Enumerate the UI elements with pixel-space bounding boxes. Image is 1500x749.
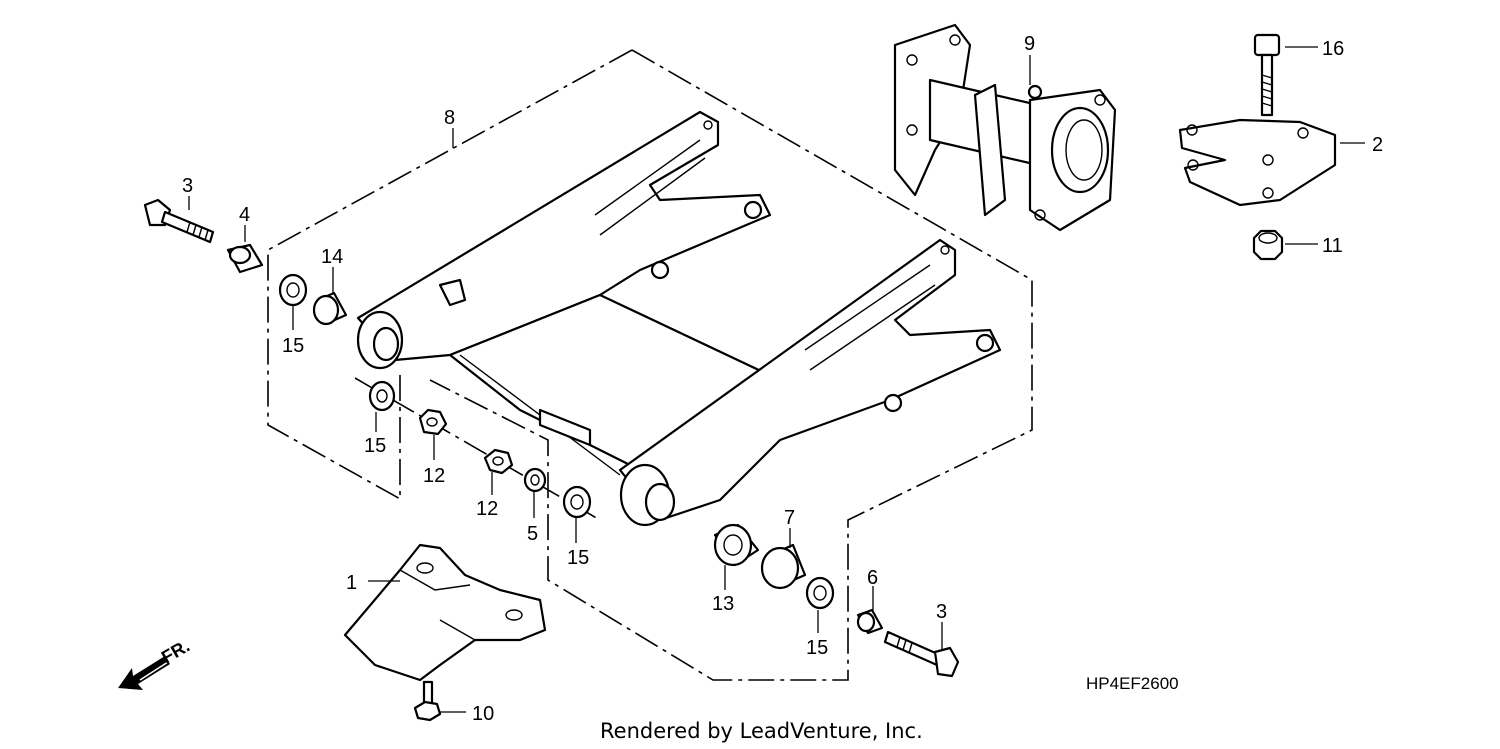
- callout-12-b: 12: [476, 498, 498, 520]
- callout-15-d: 15: [806, 637, 828, 659]
- callout-12-a: 12: [423, 465, 445, 487]
- small-parts: [278, 273, 884, 635]
- bolt-10: [413, 680, 442, 722]
- callout-16: 16: [1322, 38, 1344, 60]
- callout-9: 9: [1024, 33, 1035, 55]
- callout-2: 2: [1372, 134, 1383, 156]
- callout-10: 10: [472, 703, 494, 725]
- front-direction-arrow-icon: FR.: [118, 636, 193, 690]
- callout-4: 4: [239, 204, 250, 226]
- callout-7: 7: [784, 507, 795, 529]
- bracket: [1178, 118, 1337, 207]
- assembly-boundary: [267, 49, 1033, 681]
- callout-11: 11: [1322, 235, 1343, 257]
- skid-plate: [343, 543, 547, 682]
- callout-15-b: 15: [364, 435, 386, 457]
- bolt-3-left: [143, 198, 215, 244]
- callout-14: 14: [321, 246, 343, 268]
- axle-housing: [893, 23, 1117, 232]
- swingarm: [356, 110, 1002, 527]
- callout-8: 8: [444, 107, 455, 129]
- callout-15-c: 15: [567, 547, 589, 569]
- callout-3-right: 3: [936, 601, 947, 623]
- nut-11: [1252, 229, 1284, 261]
- callout-1: 1: [346, 572, 357, 594]
- credit-text: Rendered by LeadVenture, Inc.: [600, 719, 923, 743]
- bolt-16: [1253, 33, 1281, 117]
- callout-15-a: 15: [282, 335, 304, 357]
- diagram-code: HP4EF2600: [1086, 674, 1179, 693]
- leader-lines: [188, 46, 1365, 713]
- callout-13: 13: [712, 593, 734, 615]
- callout-labels: 8 9 16 2 11 3 4 14 15 15 12 12 5 15 13 7…: [182, 33, 1383, 725]
- callout-6: 6: [867, 567, 878, 589]
- bolt-3-right: [883, 630, 960, 678]
- callout-3-left: 3: [182, 175, 193, 197]
- collar-4: [226, 243, 264, 274]
- callout-5: 5: [527, 523, 538, 545]
